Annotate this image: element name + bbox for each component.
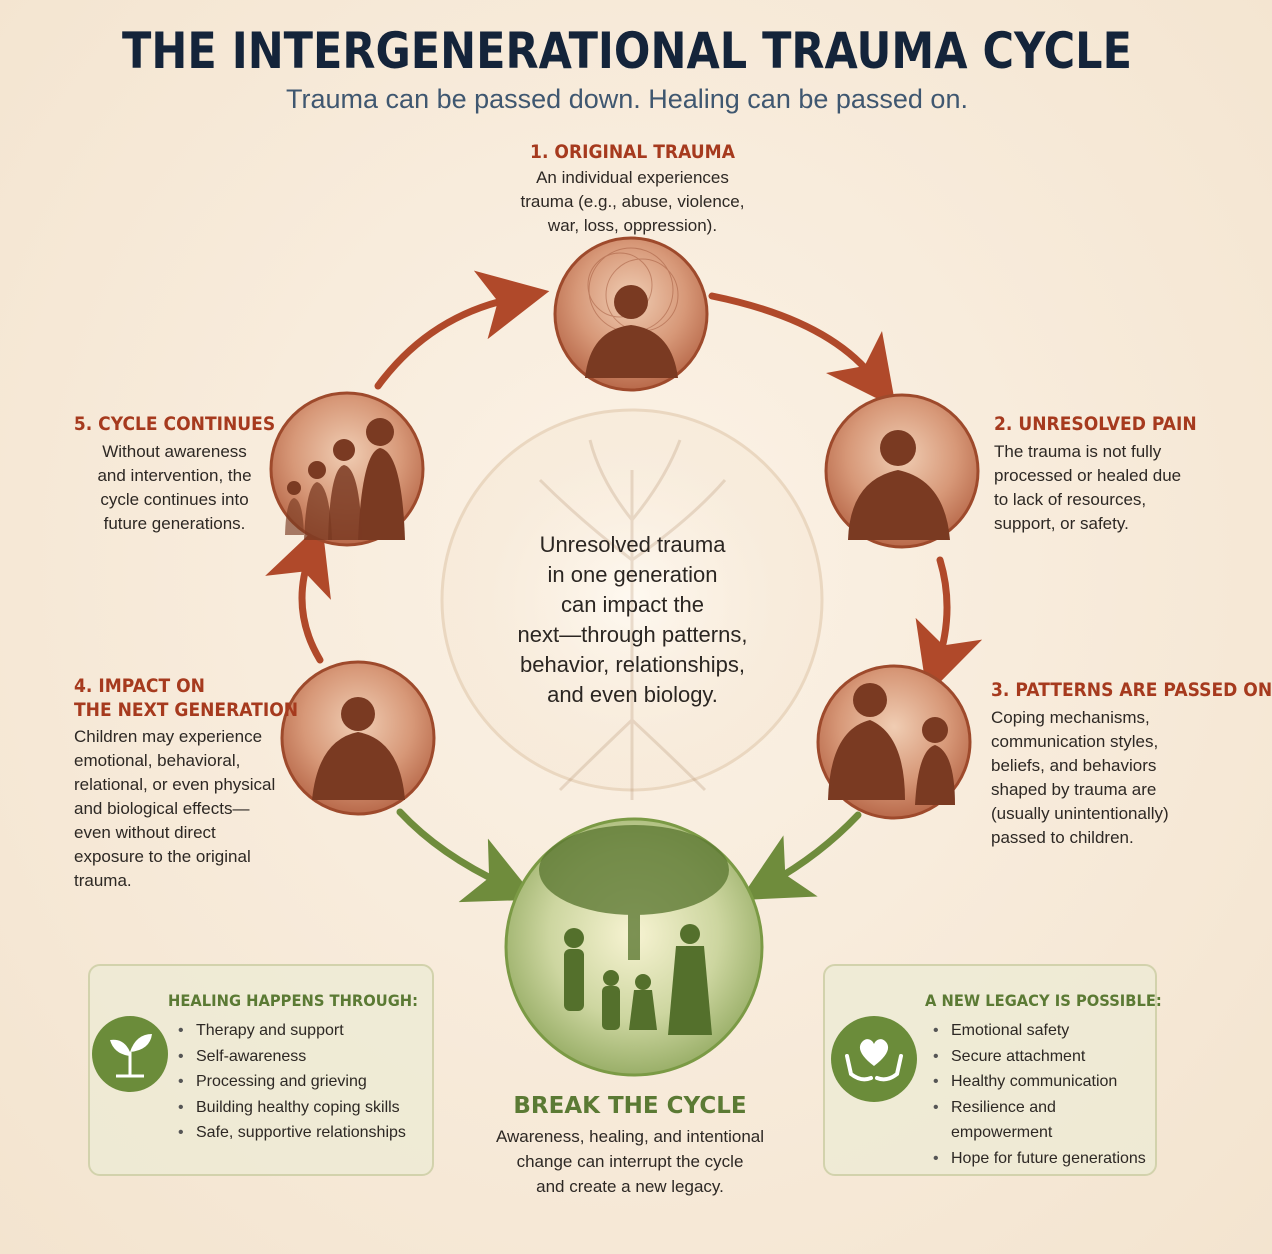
list-item: Emotional safety	[931, 1018, 1155, 1044]
break-cycle-line: and create a new legacy.	[536, 1177, 724, 1196]
step-3-title: 3. PATTERNS ARE PASSED ON	[991, 679, 1272, 701]
step-3-line: beliefs, and behaviors	[991, 756, 1157, 775]
step-4-line: relational, or even physical	[74, 775, 276, 794]
arrow-3-to-break	[739, 811, 862, 901]
list-item: Healthy communication	[931, 1069, 1155, 1095]
step-3-line: passed to children.	[991, 828, 1134, 847]
step-4-line: Children may experience	[74, 727, 263, 746]
legacy-panel-title: A NEW LEGACY IS POSSIBLE:	[925, 991, 1162, 1010]
list-item: Hope for future generations	[931, 1146, 1155, 1172]
healing-panel: HEALING HAPPENS THROUGH: Therapy and sup…	[88, 964, 434, 1176]
center-line: in one generation	[547, 562, 718, 587]
page-title: THE INTERGENERATIONAL TRAUMA CYCLE	[122, 22, 1132, 80]
list-item: Self-awareness	[176, 1044, 406, 1070]
step-5-line: future generations.	[103, 514, 246, 533]
step-2-line: to lack of resources,	[994, 490, 1147, 509]
legacy-list: Emotional safety Secure attachment Healt…	[931, 1018, 1155, 1171]
step-1-image	[553, 236, 709, 392]
list-item: Safe, supportive relationships	[176, 1120, 406, 1146]
step-5-block: 5. CYCLE CONTINUES Without awareness and…	[62, 412, 287, 536]
healing-panel-title: HEALING HAPPENS THROUGH:	[168, 991, 418, 1010]
step-2-line: processed or healed due	[994, 466, 1182, 485]
list-item: Secure attachment	[931, 1044, 1155, 1070]
arrow-1-to-2	[708, 292, 897, 408]
arrow-4-to-5	[265, 522, 331, 664]
step-4-description: Children may experience emotional, behav…	[74, 725, 284, 893]
arrow-5-to-1	[374, 270, 550, 390]
center-message: Unresolved trauma in one generation can …	[480, 530, 785, 710]
step-5-line: Without awareness	[102, 442, 247, 461]
break-cycle-line: Awareness, healing, and intentional	[495, 1127, 765, 1146]
list-item: Building healthy coping skills	[176, 1095, 406, 1121]
step-5-line: and intervention, the	[97, 466, 252, 485]
step-1-title: 1. ORIGINAL TRAUMA	[530, 141, 735, 163]
step-4-line: exposure to the original	[74, 847, 251, 866]
step-4-line: and biological effects—	[74, 799, 250, 818]
list-item: Processing and grieving	[176, 1069, 406, 1095]
step-4-image	[280, 660, 436, 816]
faint-tree-icon	[538, 439, 727, 800]
step-2-line: The trauma is not fully	[994, 442, 1162, 461]
step-3-description: Coping mechanisms, communication styles,…	[991, 706, 1246, 850]
arrow-4-to-break	[396, 808, 537, 903]
center-line: and even biology.	[547, 682, 718, 707]
step-2-block: 2. UNRESOLVED PAIN The trauma is not ful…	[994, 412, 1244, 536]
break-cycle-title: BREAK THE CYCLE	[513, 1093, 747, 1119]
step-1-description: An individual experiences trauma (e.g., …	[480, 166, 785, 238]
step-4-title-line: THE NEXT GENERATION	[74, 699, 299, 721]
step-5-description: Without awareness and intervention, the …	[62, 440, 287, 536]
break-cycle-image	[504, 817, 764, 1077]
step-1-line: An individual experiences	[536, 168, 729, 187]
step-4-line: even without direct	[74, 823, 216, 842]
step-4-line: emotional, behavioral,	[74, 751, 241, 770]
break-cycle-description: Awareness, healing, and intentional chan…	[470, 1124, 790, 1199]
step-2-title: 2. UNRESOLVED PAIN	[994, 413, 1197, 435]
healing-list: Therapy and support Self-awareness Proce…	[176, 1018, 406, 1146]
list-item: Resilience and empowerment	[931, 1095, 1155, 1146]
page-subtitle: Trauma can be passed down. Healing can b…	[286, 84, 968, 114]
list-item: Therapy and support	[176, 1018, 406, 1044]
step-4-title-line: 4. IMPACT ON	[74, 675, 205, 697]
break-cycle-line: change can interrupt the cycle	[516, 1152, 744, 1171]
heart-hands-icon	[831, 1016, 917, 1102]
step-1-line: trauma (e.g., abuse, violence,	[520, 192, 745, 211]
sprout-icon	[92, 1016, 168, 1092]
step-4-line: trauma.	[74, 871, 132, 890]
legacy-panel: A NEW LEGACY IS POSSIBLE: Emotional safe…	[823, 964, 1162, 1176]
step-3-line: (usually unintentionally)	[991, 804, 1169, 823]
step-2-image	[824, 393, 980, 549]
center-line: Unresolved trauma	[539, 532, 726, 557]
step-5-image	[269, 391, 425, 547]
center-line: can impact the	[560, 592, 705, 617]
center-line: next—through patterns,	[517, 622, 748, 647]
step-3-image	[816, 664, 972, 820]
step-3-line: Coping mechanisms,	[991, 708, 1150, 727]
step-5-line: cycle continues into	[100, 490, 249, 509]
center-circle	[440, 408, 824, 792]
arrow-2-to-3	[915, 556, 983, 696]
step-3-line: shaped by trauma are	[991, 780, 1157, 799]
step-4-title: 4. IMPACT ON THE NEXT GENERATION	[74, 674, 299, 722]
step-4-block: 4. IMPACT ON THE NEXT GENERATION Childre…	[74, 674, 299, 893]
step-1-block: 1. ORIGINAL TRAUMA An individual experie…	[480, 140, 785, 238]
step-3-block: 3. PATTERNS ARE PASSED ON Coping mechani…	[991, 678, 1272, 850]
center-line: behavior, relationships,	[519, 652, 746, 677]
step-1-line: war, loss, oppression).	[547, 216, 718, 235]
step-3-line: communication styles,	[991, 732, 1159, 751]
step-2-line: support, or safety.	[994, 514, 1129, 533]
step-5-title: 5. CYCLE CONTINUES	[73, 413, 276, 435]
step-2-description: The trauma is not fully processed or hea…	[994, 440, 1244, 536]
